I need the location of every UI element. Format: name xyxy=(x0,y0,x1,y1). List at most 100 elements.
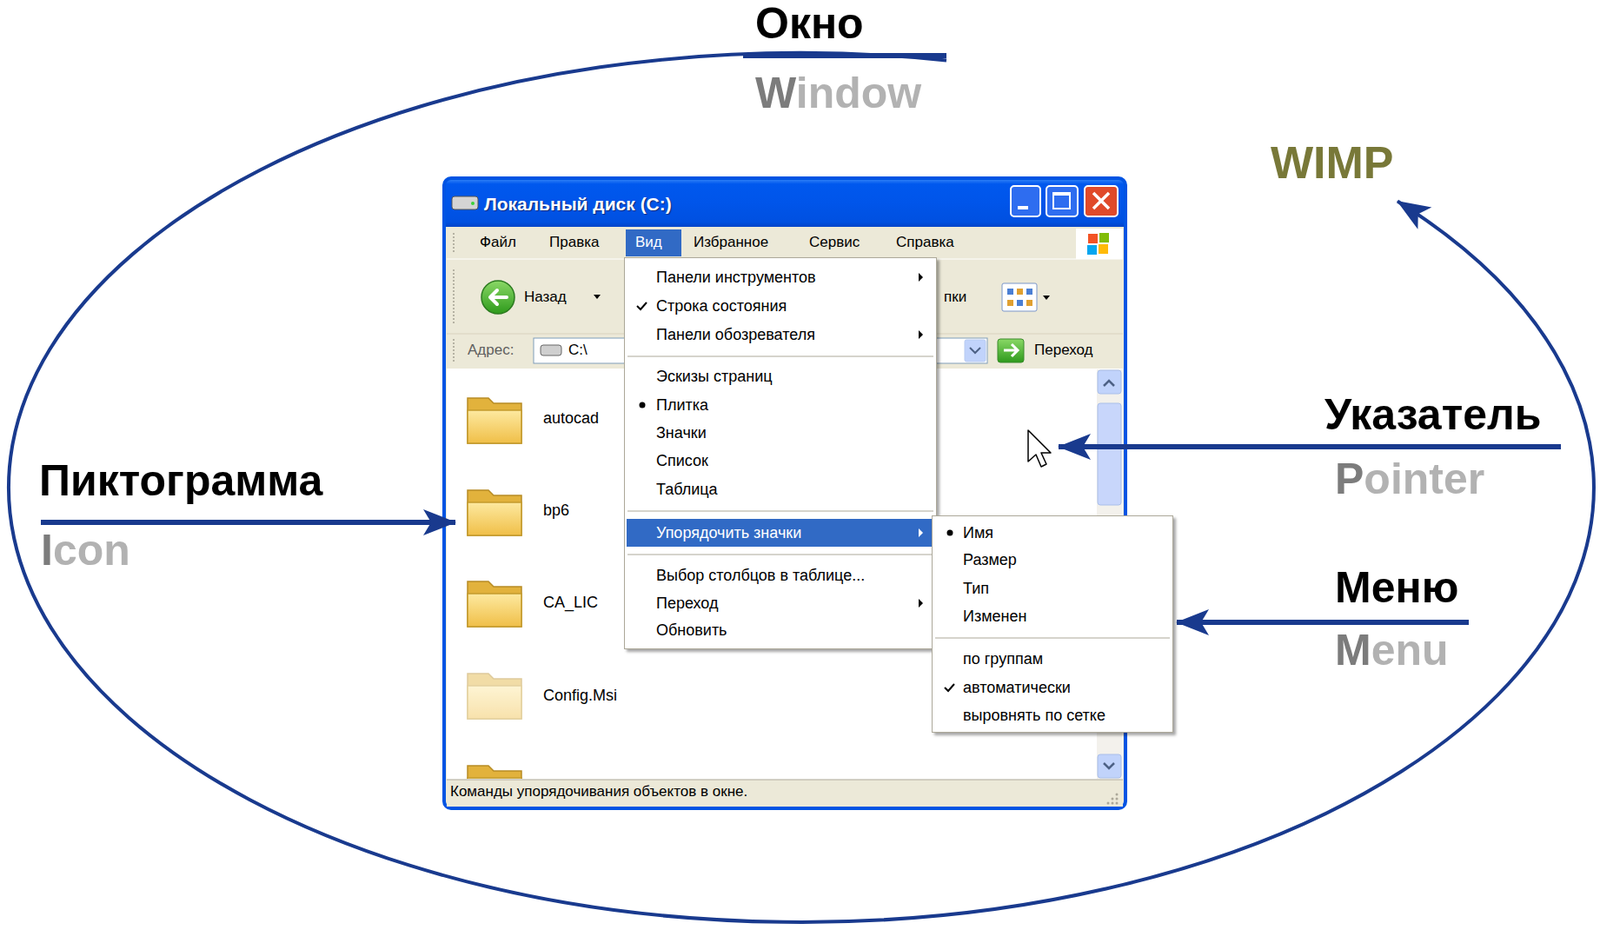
menu-item: Переход xyxy=(656,594,719,613)
status-bar xyxy=(446,779,1123,807)
submenu-item: Изменен xyxy=(962,607,1027,626)
status-bar xyxy=(446,779,1123,807)
radio-bullet xyxy=(639,402,646,409)
scrollbar xyxy=(1103,763,1115,769)
concept-label: Указатель xyxy=(1324,390,1541,441)
radio-bullet xyxy=(947,530,954,537)
address-bar xyxy=(969,347,981,353)
views-button xyxy=(1016,288,1023,295)
maximize-button xyxy=(1053,192,1070,196)
ui-label: Переход xyxy=(1034,341,1094,359)
ui-label: пки xyxy=(943,288,967,306)
address-bar xyxy=(540,345,562,356)
menu-bar xyxy=(625,229,682,257)
ui-label: Config.Msi xyxy=(543,686,618,705)
concept-label: Меню xyxy=(1334,563,1459,614)
menu-highlight xyxy=(626,518,935,547)
ui-label: autocad xyxy=(543,409,599,428)
menu-item: Выбор столбцов в таблице... xyxy=(656,566,865,585)
submenu-item: Имя xyxy=(962,524,994,543)
folder-icons xyxy=(467,581,522,627)
back-button xyxy=(593,294,601,299)
ui-label: Адрес: xyxy=(467,341,514,359)
ui-label: Правка xyxy=(549,233,599,252)
submenu-item: выровнять по сетке xyxy=(962,706,1106,725)
folder-icons xyxy=(467,398,522,779)
windows-logo xyxy=(1098,244,1109,254)
submenu-arrow xyxy=(918,330,923,339)
menu-item: Таблица xyxy=(656,480,718,499)
callout-arrows xyxy=(1058,444,1561,450)
toolbar xyxy=(452,269,455,326)
folder-icons xyxy=(467,673,522,719)
ui-label: Справка xyxy=(896,233,955,252)
windows-logo xyxy=(1075,228,1123,259)
views-button xyxy=(1007,299,1014,306)
status-bar xyxy=(1107,802,1110,805)
address-bar xyxy=(1003,344,1018,357)
back-button xyxy=(490,290,507,305)
submenu-item: автоматически xyxy=(962,678,1071,698)
menu-item: Значки xyxy=(656,424,707,443)
menu-item: Плитка xyxy=(656,396,709,415)
ui-label: Команды упорядочивания объектов в окне. xyxy=(450,783,748,801)
status-bar xyxy=(1115,793,1119,797)
scrollbar xyxy=(1097,403,1122,505)
back-button xyxy=(481,280,515,314)
mouse-pointer xyxy=(1028,430,1051,467)
menu-bar xyxy=(446,228,1123,259)
wimp-ellipse xyxy=(743,53,947,59)
callout-arrows xyxy=(40,519,456,525)
status-bar xyxy=(1111,802,1115,805)
concept-label: Menu xyxy=(1334,625,1449,677)
submenu: ИмяРазмерТипИзмененпо группамавтоматичес… xyxy=(931,515,1174,733)
callout-arrows xyxy=(1176,619,1469,625)
window-frame xyxy=(444,178,1126,809)
title-drive-icon xyxy=(451,196,479,210)
address-bar xyxy=(452,338,455,362)
status-bar xyxy=(446,779,1123,781)
windows-logo xyxy=(1099,232,1109,243)
concept-label: Pointer xyxy=(1334,454,1485,505)
scrollbar xyxy=(1103,380,1115,386)
concept-label: Icon xyxy=(40,525,131,577)
maximize-button xyxy=(1046,185,1078,217)
views-button xyxy=(1026,288,1033,295)
windows-logo xyxy=(1087,245,1097,255)
ui-label: bp6 xyxy=(543,501,570,520)
views-button xyxy=(1002,283,1050,312)
submenu-item: по группам xyxy=(962,650,1043,669)
wimp-ellipse xyxy=(8,53,1594,923)
views-button xyxy=(1002,283,1037,312)
check-mark xyxy=(637,302,647,310)
ui-label: Файл xyxy=(479,233,517,252)
close-button xyxy=(1084,185,1118,217)
windows-logo xyxy=(1075,228,1123,259)
menu-separator xyxy=(935,637,1170,639)
concept-label: WIMP xyxy=(1270,137,1395,190)
menu-item: Обновить xyxy=(656,621,728,640)
window-frame xyxy=(444,178,1126,227)
menu-bar xyxy=(446,228,1123,259)
ui-label: CA_LIC xyxy=(543,593,598,612)
menu-item: Строка состояния xyxy=(656,297,787,316)
concept-label: Пиктограмма xyxy=(39,456,323,507)
minimize-button xyxy=(1017,205,1029,210)
submenu-item: Тип xyxy=(962,579,990,598)
scrollbar xyxy=(1097,370,1122,394)
views-button xyxy=(1042,295,1050,300)
maximize-button xyxy=(1046,185,1078,217)
close-button xyxy=(1084,185,1118,217)
ui-label: Вид xyxy=(635,233,663,252)
scrollbar xyxy=(1097,754,1122,778)
folder-icons xyxy=(467,490,522,536)
views-button xyxy=(1016,299,1023,306)
submenu-arrow xyxy=(918,598,923,608)
minimize-button xyxy=(1010,185,1041,217)
check-mark xyxy=(944,683,955,691)
status-bar xyxy=(1115,802,1119,805)
menu-item: Панели инструментов xyxy=(656,268,817,287)
ui-label: Избранное xyxy=(693,233,769,252)
concept-label: Window xyxy=(755,68,922,120)
menu-item: Эскизы страниц xyxy=(656,367,773,386)
